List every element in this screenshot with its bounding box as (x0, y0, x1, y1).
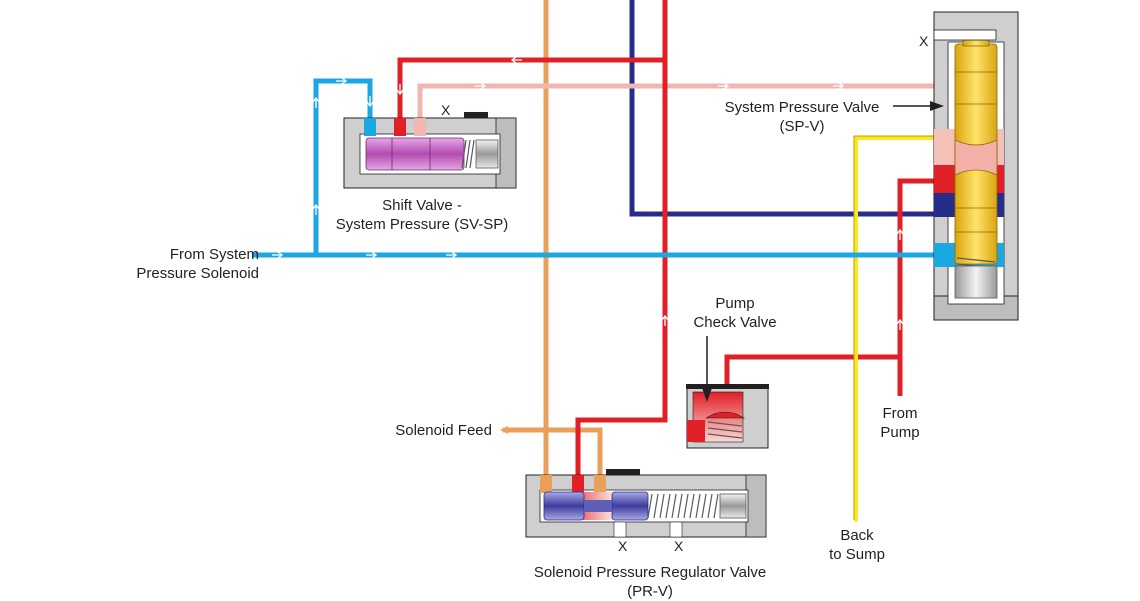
from-pump-label-line1: From (882, 405, 918, 422)
sv-sp-exhaust-mark: X (441, 102, 451, 118)
pump-check-valve (686, 384, 769, 449)
pr-v-exhaust-mark-2: X (674, 538, 684, 554)
pr-v-exhaust-mark-1: X (618, 538, 628, 554)
pump-check-leader-arrow (702, 336, 712, 402)
sp-v-label-line1: System Pressure Valve (724, 99, 880, 116)
from-pump-label: From Pump (865, 404, 935, 442)
solenoid-feed-line (503, 0, 603, 490)
system-pressure-line (417, 83, 940, 118)
pump-check-label-line2: Check Valve (693, 314, 777, 331)
back-sump-label-line1: Back (840, 527, 874, 544)
sv-sp-label: Shift Valve - System Pressure (SV-SP) (322, 196, 522, 234)
sp-v-exhaust-mark: X (919, 33, 929, 49)
pump-pressure-line (397, 0, 940, 490)
pr-v-label-line2: (PR-V) (627, 583, 673, 600)
pump-check-valve-label: Pump Check Valve (675, 294, 795, 332)
from-system-pressure-solenoid-label: From System Pressure Solenoid (100, 245, 259, 283)
pr-v-label-line1: Solenoid Pressure Regulator Valve (533, 564, 767, 581)
solenoid-feed-arrow-head (500, 426, 508, 434)
pump-check-spring (707, 421, 743, 439)
pr-v-label: Solenoid Pressure Regulator Valve (PR-V) (512, 563, 788, 601)
sp-v-label-line2: (SP-V) (779, 118, 825, 135)
pr-v-spool-right (611, 491, 649, 521)
from-sys-label-line1: From System (169, 246, 259, 263)
back-sump-label-line2: to Sump (829, 546, 885, 563)
sp-v-label: System Pressure Valve (SP-V) (712, 98, 892, 136)
pr-v-spool-left (543, 491, 585, 521)
pump-check-label-line1: Pump (715, 295, 755, 312)
sv-sp-spool (365, 137, 465, 171)
converter-circuit-line (629, 0, 940, 217)
solenoid-feed-label: Solenoid Feed (395, 422, 492, 439)
from-sys-label-line2: Pressure Solenoid (136, 265, 259, 282)
flow-arrows (272, 56, 904, 330)
from-pump-label-line2: Pump (880, 424, 920, 441)
shift-valve-sv-sp (343, 112, 517, 189)
sv-sp-label-line2: System Pressure (SV-SP) (335, 216, 509, 233)
solenoid-pressure-regulator-valve (525, 469, 767, 538)
sp-v-leader-arrow (893, 101, 944, 111)
system-pressure-valve (933, 11, 1019, 321)
sv-sp-spring (461, 139, 475, 169)
sump-return-line-edge (853, 135, 940, 520)
sump-return-line (854, 136, 942, 522)
pr-v-spring (647, 493, 719, 519)
back-to-sump-label: Back to Sump (815, 526, 899, 564)
sv-sp-label-line1: Shift Valve - (382, 197, 462, 214)
